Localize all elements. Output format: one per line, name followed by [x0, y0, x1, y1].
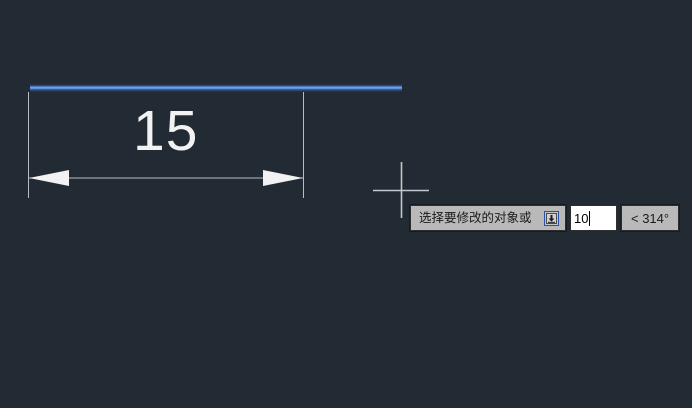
- dimension-value-label[interactable]: 15: [133, 99, 199, 163]
- dimension-arrowhead-right: [263, 170, 303, 186]
- dimension-arrowhead-left: [29, 170, 69, 186]
- distance-input-value: 10: [574, 210, 589, 226]
- expand-down-icon[interactable]: [544, 210, 559, 226]
- selected-polyline[interactable]: [30, 84, 402, 92]
- command-prompt-label: 选择要修改的对象或: [419, 210, 532, 225]
- text-caret: [589, 210, 591, 226]
- command-prompt-box[interactable]: 选择要修改的对象或: [410, 205, 566, 231]
- dynamic-input-tooltip[interactable]: 选择要修改的对象或 10 < 314°: [410, 205, 680, 231]
- angle-input-field[interactable]: < 314°: [621, 205, 680, 231]
- distance-input-field[interactable]: 10: [570, 205, 617, 231]
- angle-input-value: < 314°: [631, 210, 670, 226]
